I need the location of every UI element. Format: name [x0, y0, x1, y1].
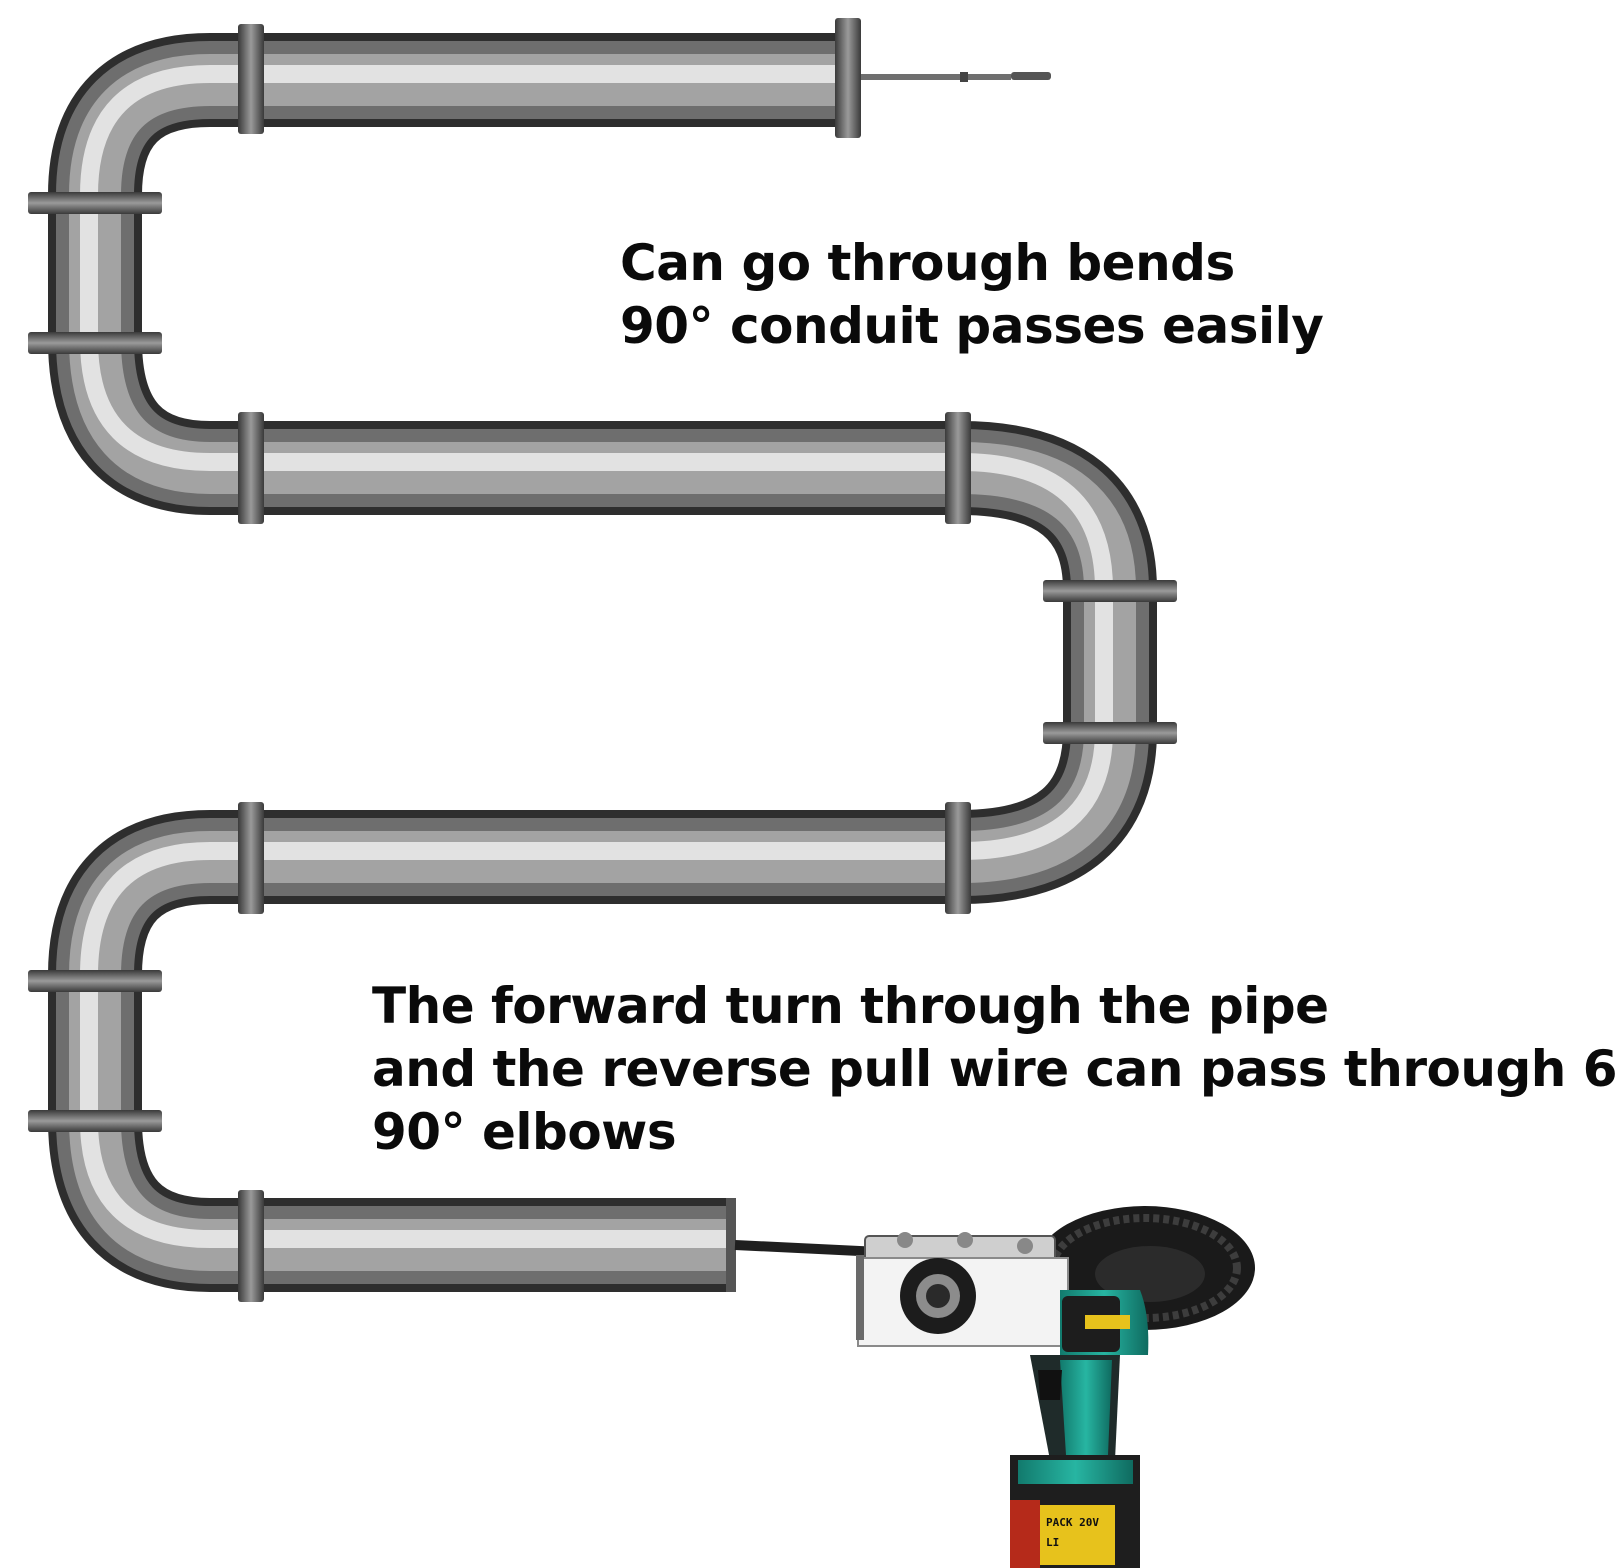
caption-top-line2: 90° conduit passes easily: [620, 297, 1324, 355]
pipe-illustration: PACK 20V LI: [28, 18, 1255, 1568]
caption-bottom-line1: The forward turn through the pipe: [372, 977, 1329, 1035]
drain-cleaner-tool: PACK 20V LI: [734, 1206, 1255, 1568]
caption-top-line1: Can go through bends: [620, 234, 1235, 292]
caption-bottom-line2: and the reverse pull wire can pass throu…: [372, 1040, 1617, 1098]
caption-bottom-line3: 90° elbows: [372, 1103, 677, 1161]
pipe-flanges: [28, 18, 1177, 1302]
probe-tip: [861, 72, 1051, 82]
serpentine-pipe: [48, 33, 1157, 1292]
battery-label-li: LI: [1046, 1536, 1059, 1549]
caption-top: Can go through bends 90° conduit passes …: [620, 232, 1324, 358]
battery-label: PACK 20V: [1046, 1516, 1099, 1529]
caption-bottom: The forward turn through the pipe and th…: [372, 975, 1617, 1164]
